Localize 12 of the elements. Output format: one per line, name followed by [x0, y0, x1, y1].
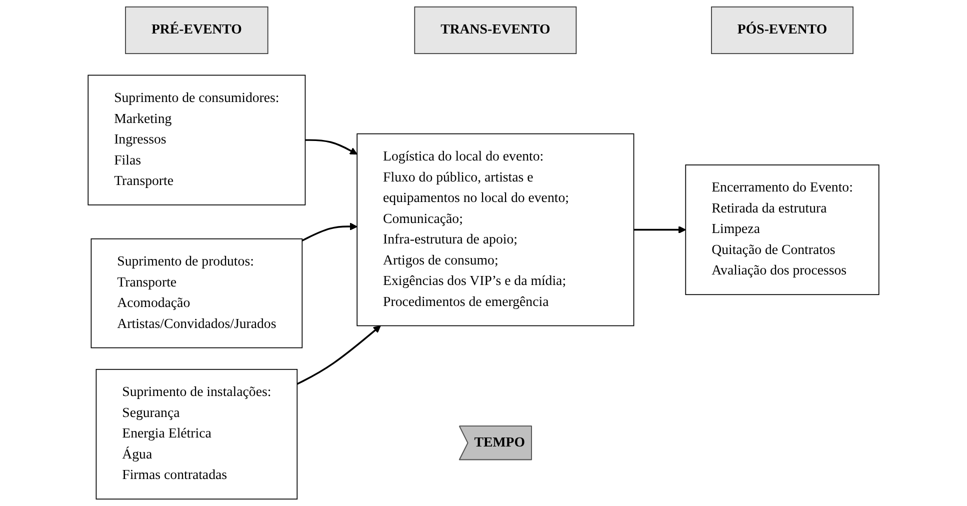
node-box: Suprimento de instalações: Segurança Energia Elétrica Água Firmas contratadas: [96, 368, 298, 500]
arrow: [302, 222, 358, 242]
node-box: PÓS-EVENTO: [711, 6, 854, 54]
arrow: [296, 325, 381, 385]
node-box: Logística do local do evento: Fluxo do público, artistas e equipamentos no local do evento; Comunicação; Infra-estrutura de apoio; Artigos de consumo; Exigências dos VIP’s e da mídia; Procedimentos de emergência: [356, 133, 634, 326]
node-box: Encerramento do Evento: Retirada da estrutura Limpeza Quitação de Contratos Avaliação dos processos: [685, 164, 880, 296]
arrow: [634, 226, 686, 234]
arrow: [305, 139, 358, 155]
node-box: Suprimento de consumidores: Marketing Ingressos Filas Transporte: [88, 74, 306, 206]
node-box: PRÉ-EVENTO: [125, 6, 268, 54]
node-box: TRANS-EVENTO: [414, 6, 577, 54]
node-box: Suprimento de produtos: Transporte Acomodação Artistas/Convidados/Jurados: [90, 238, 303, 348]
